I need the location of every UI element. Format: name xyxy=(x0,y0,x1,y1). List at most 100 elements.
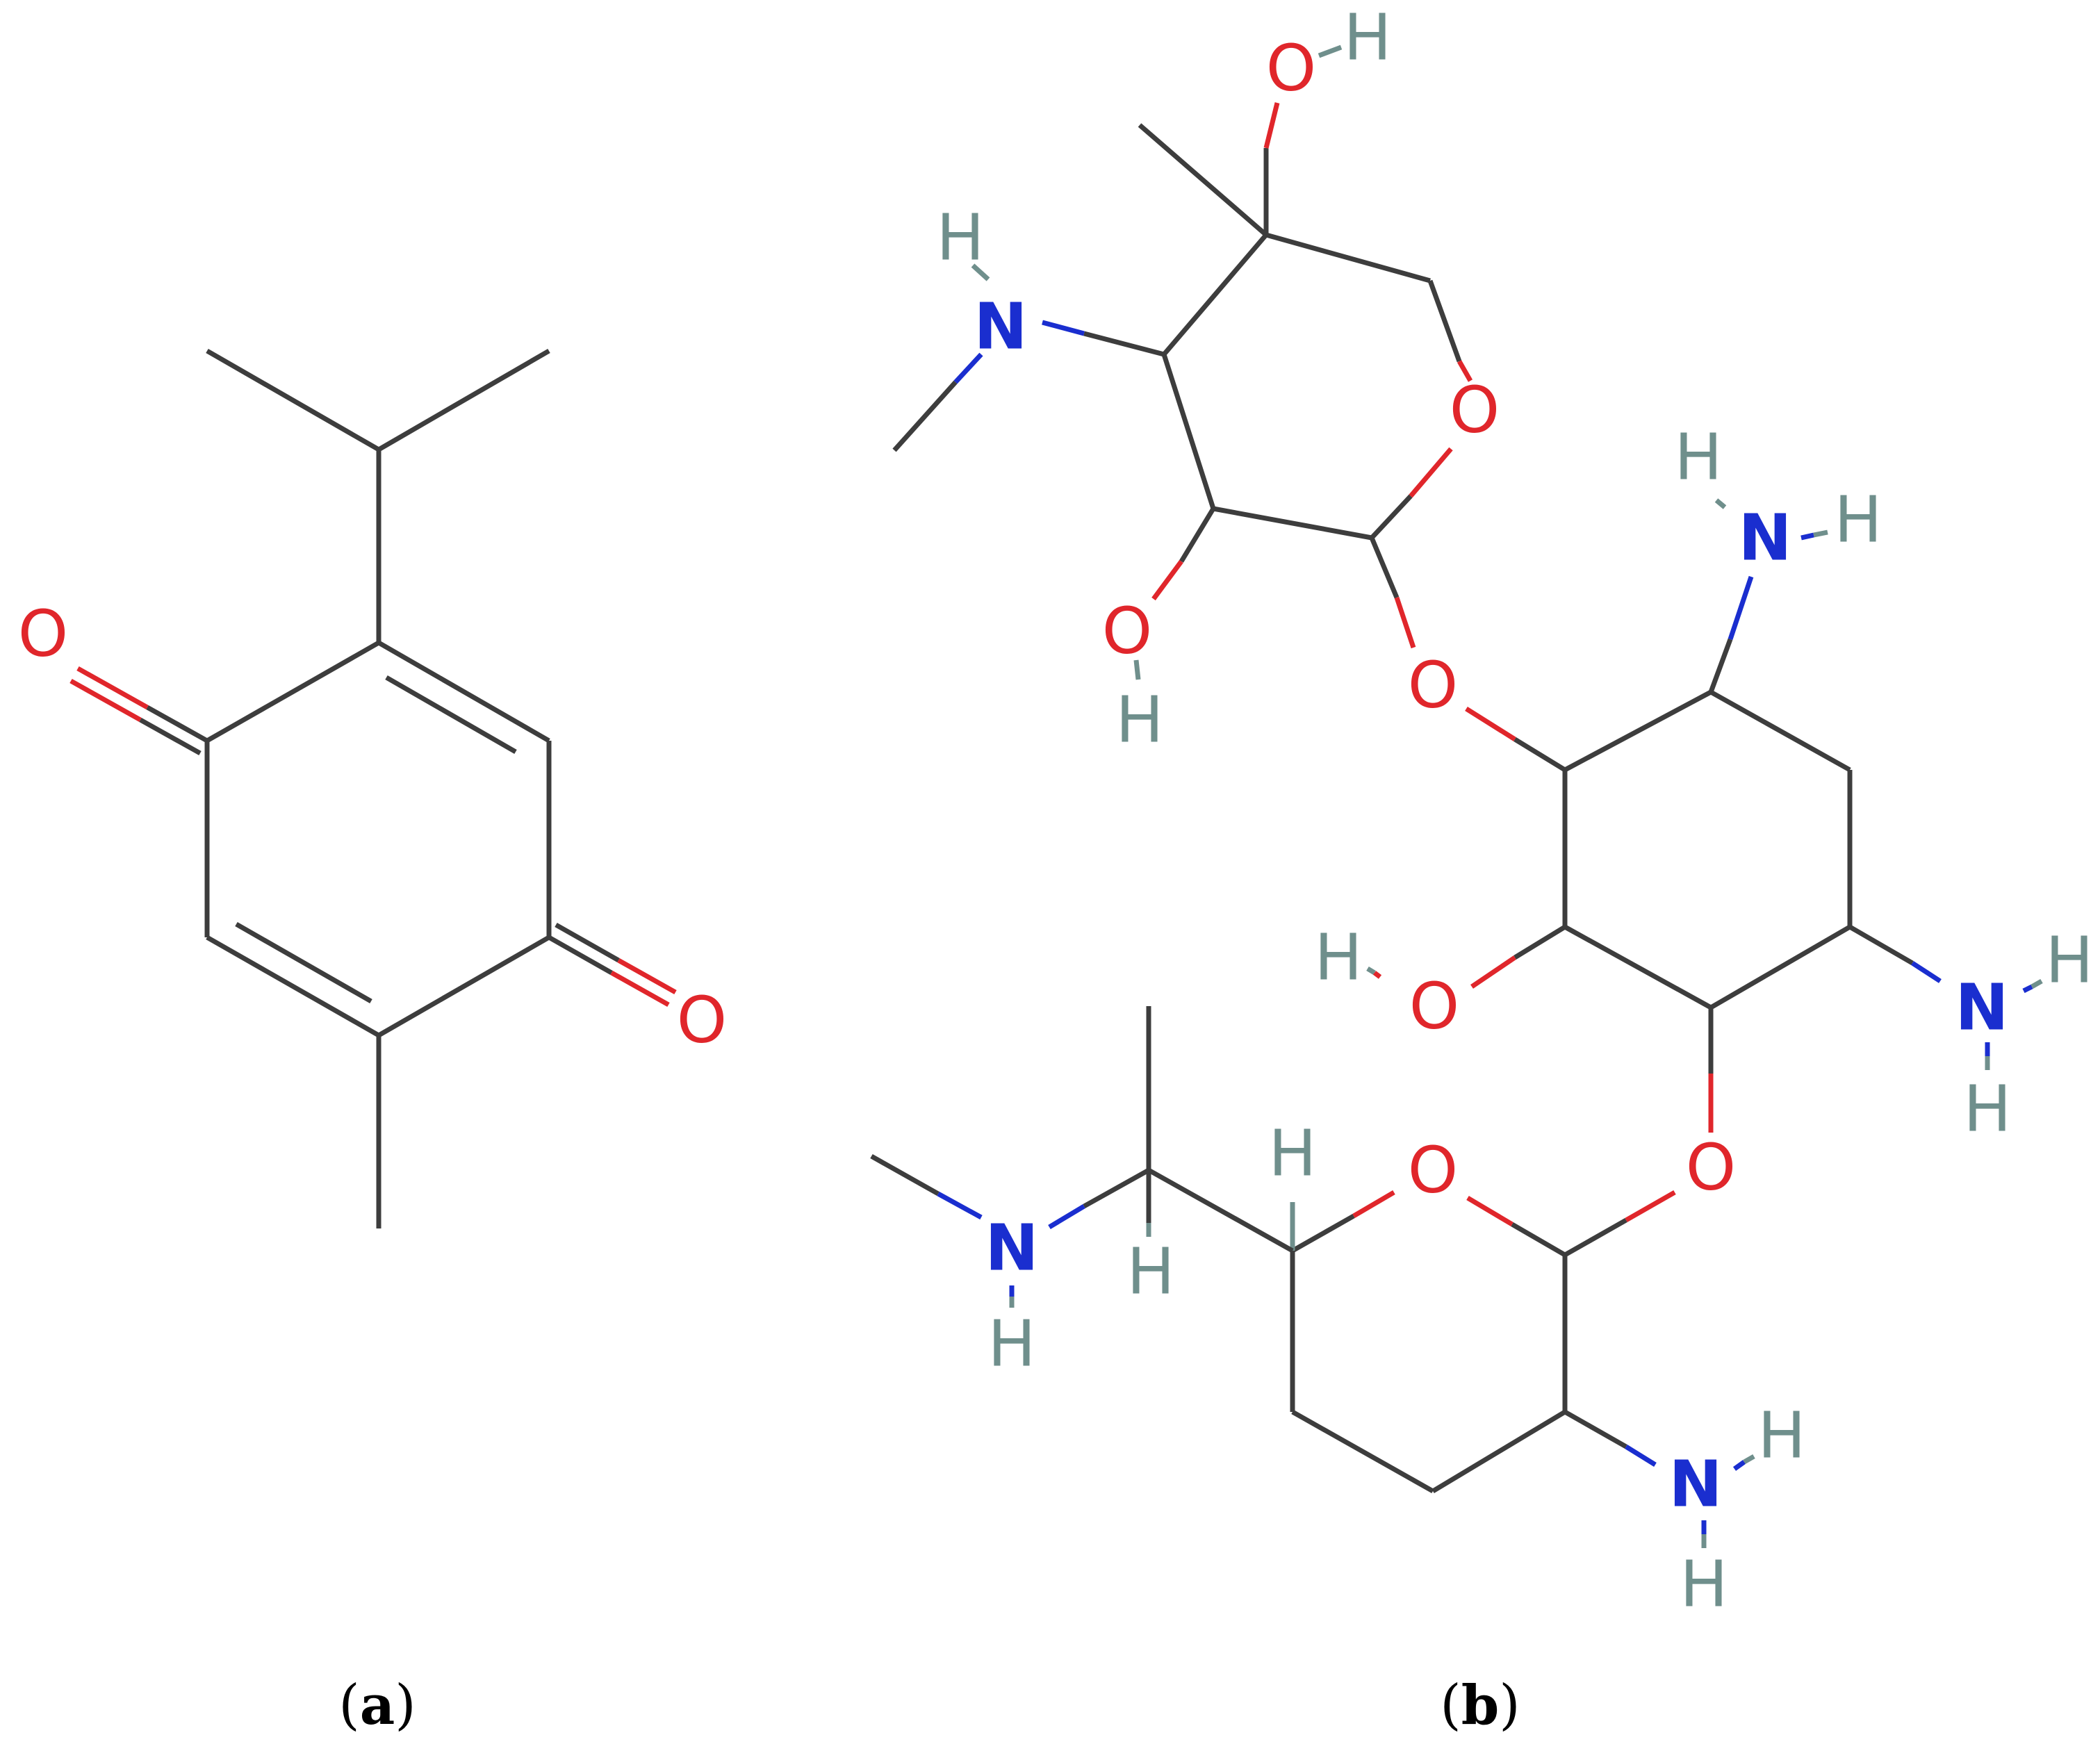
bond xyxy=(1318,44,1343,58)
bond xyxy=(1709,924,1851,1010)
bond xyxy=(1564,924,1712,1010)
oxygen-atom: O xyxy=(1408,1133,1458,1208)
bond xyxy=(892,380,958,452)
bond xyxy=(76,666,149,710)
hydrogen-atom: H xyxy=(1126,1235,1174,1309)
panel-label-b: (b) xyxy=(1440,1674,1520,1737)
bond xyxy=(146,705,208,743)
hydrogen-atom: H xyxy=(1674,420,1722,495)
bond xyxy=(1352,1190,1395,1219)
hydrogen-atom: H xyxy=(1268,1117,1316,1191)
bond xyxy=(2031,978,2043,989)
bond xyxy=(1714,498,1727,509)
bond xyxy=(1709,689,1851,773)
nitrogen-atom: N xyxy=(1669,1447,1723,1522)
bond xyxy=(1366,966,1376,976)
bond xyxy=(377,640,550,743)
oxygen-atom: O xyxy=(1266,31,1316,106)
oxygen-atom: O xyxy=(1102,594,1152,668)
bond xyxy=(206,935,380,1038)
bond xyxy=(1625,1190,1676,1223)
bond xyxy=(1564,689,1712,773)
bond xyxy=(235,921,372,1004)
bond xyxy=(610,970,670,1008)
bond xyxy=(1179,507,1215,563)
bond xyxy=(1083,1167,1150,1209)
bond xyxy=(1514,925,1566,960)
bond xyxy=(139,717,202,756)
hydrogen-atom: H xyxy=(1343,1,1391,75)
oxygen-atom: O xyxy=(18,597,68,671)
hydrogen-atom: H xyxy=(1115,683,1163,757)
oxygen-atom: O xyxy=(1450,373,1500,447)
bond xyxy=(1409,447,1453,498)
oxygen-atom: O xyxy=(1409,969,1459,1044)
bond xyxy=(1848,924,1914,966)
bond xyxy=(69,678,142,723)
bond xyxy=(385,675,517,755)
hydrogen-atom: H xyxy=(1834,483,1882,557)
bond xyxy=(1813,529,1828,538)
molecule-b: O H O H N O H O H N H H O N H H O O H H … xyxy=(870,1,2094,1622)
bond xyxy=(1708,638,1733,693)
bond xyxy=(1138,123,1268,237)
bond xyxy=(617,957,677,995)
bond xyxy=(870,1153,940,1197)
bond xyxy=(1161,353,1216,510)
bond xyxy=(1728,575,1754,641)
hydrogen-atom: H xyxy=(2045,923,2093,998)
bond xyxy=(1514,737,1566,772)
bond xyxy=(1743,1454,1755,1465)
bond xyxy=(937,1191,983,1220)
bond xyxy=(953,352,983,384)
bond xyxy=(555,922,620,963)
hydrogen-atom: H xyxy=(1680,1547,1728,1622)
nitrogen-atom: N xyxy=(974,290,1028,364)
hydrogen-atom: H xyxy=(936,201,984,275)
hydrogen-atom: H xyxy=(987,1307,1035,1381)
panel-label-a: (a) xyxy=(338,1674,416,1737)
bond xyxy=(1370,494,1413,540)
hydrogen-atom: H xyxy=(1963,1072,2011,1146)
bond xyxy=(206,348,380,452)
bond xyxy=(1372,971,1382,979)
bond xyxy=(1151,559,1183,601)
bond xyxy=(1511,1222,1566,1258)
oxygen-atom: O xyxy=(1686,1131,1736,1205)
nitrogen-atom: N xyxy=(985,1211,1039,1285)
bond xyxy=(1911,961,1942,983)
bond xyxy=(1213,506,1372,541)
hydrogen-atom: H xyxy=(1757,1399,1805,1473)
bond xyxy=(1265,232,1431,283)
bond xyxy=(1470,955,1516,989)
bond xyxy=(971,263,990,281)
hydrogen-atom: H xyxy=(1314,921,1362,995)
oxygen-atom: O xyxy=(677,983,727,1058)
bond xyxy=(1147,1167,1294,1253)
bond xyxy=(1042,320,1085,336)
bond xyxy=(206,640,380,743)
nitrogen-atom: N xyxy=(1739,501,1792,575)
nitrogen-atom: N xyxy=(1955,971,2009,1045)
bond xyxy=(1291,1213,1355,1253)
bond xyxy=(1394,596,1416,649)
bond xyxy=(1625,1445,1657,1467)
bond xyxy=(1432,1409,1566,1494)
bond xyxy=(1564,1217,1627,1258)
bond xyxy=(1291,1409,1434,1494)
bond xyxy=(377,935,550,1038)
bond xyxy=(548,935,613,976)
molecule-a: O O xyxy=(18,348,727,1228)
bond xyxy=(1564,1409,1627,1449)
bond xyxy=(1466,1195,1514,1227)
bond xyxy=(1732,1460,1746,1471)
bond xyxy=(1457,360,1473,382)
bond xyxy=(1800,532,1814,541)
bond xyxy=(1133,659,1141,680)
bond xyxy=(1427,279,1462,363)
bond xyxy=(1162,233,1268,356)
bond xyxy=(377,348,550,452)
bond xyxy=(1048,1203,1085,1230)
bond xyxy=(1465,707,1516,741)
